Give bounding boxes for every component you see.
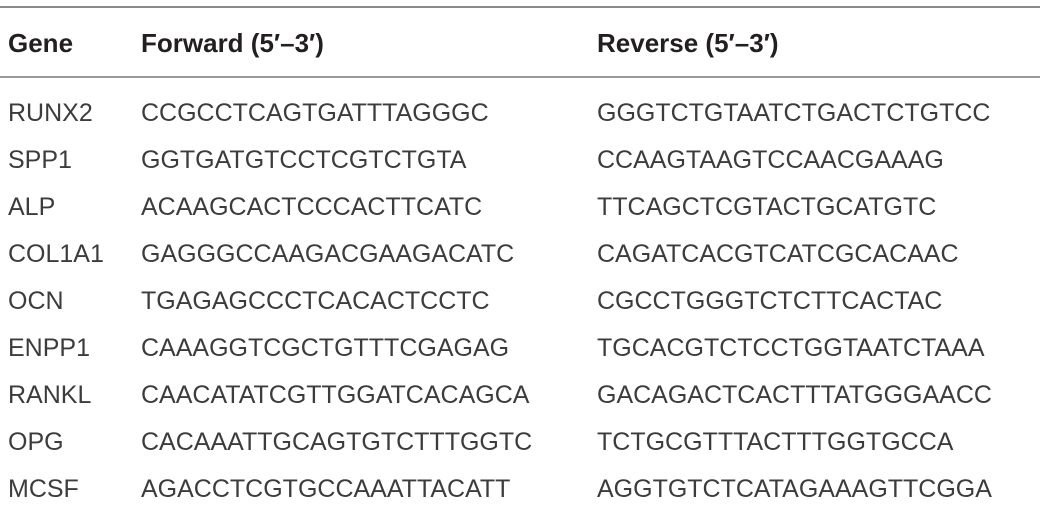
forward-primer-cell: TGAGAGCCCTCACACTCCTC bbox=[141, 287, 490, 315]
table-row: RUNX2 CCGCCTCAGTGATTTAGGGC GGGTCTGTAATCT… bbox=[0, 90, 1040, 136]
gene-cell: RANKL bbox=[8, 381, 92, 409]
table-row: MCSF AGACCTCGTGCCAAATTACATT AGGTGTCTCATA… bbox=[0, 466, 1040, 512]
reverse-primer-cell: TTCAGCTCGTACTGCATGTC bbox=[597, 193, 937, 221]
forward-primer-cell: CAAAGGTCGCTGTTTCGAGAG bbox=[141, 334, 510, 362]
header-reverse: Reverse (5′–3′) bbox=[597, 28, 779, 58]
gene-cell: ENPP1 bbox=[8, 334, 90, 362]
table-row: ENPP1 CAAAGGTCGCTGTTTCGAGAG TGCACGTCTCCT… bbox=[0, 325, 1040, 371]
gene-cell: OPG bbox=[8, 428, 64, 456]
gene-cell: SPP1 bbox=[8, 146, 72, 174]
table-row: OPG CACAAATTGCAGTGTCTTTGGTC TCTGCGTTTACT… bbox=[0, 419, 1040, 465]
reverse-primer-cell: GACAGACTCACTTTATGGGAACC bbox=[597, 381, 992, 409]
forward-primer-cell: CCGCCTCAGTGATTTAGGGC bbox=[141, 99, 489, 127]
gene-cell: COL1A1 bbox=[8, 240, 104, 268]
table-top-rule bbox=[0, 6, 1040, 8]
reverse-primer-cell: CAGATCACGTCATCGCACAAC bbox=[597, 240, 959, 268]
table-row: SPP1 GGTGATGTCCTCGTCTGTA CCAAGTAAGTCCAAC… bbox=[0, 137, 1040, 183]
gene-cell: OCN bbox=[8, 287, 64, 315]
gene-cell: MCSF bbox=[8, 475, 79, 503]
header-forward: Forward (5′–3′) bbox=[141, 28, 324, 58]
reverse-primer-cell: TGCACGTCTCCTGGTAATCTAAA bbox=[597, 334, 985, 362]
table-row: ALP ACAAGCACTCCCACTTCATC TTCAGCTCGTACTGC… bbox=[0, 184, 1040, 230]
table-header-rule bbox=[0, 76, 1040, 78]
table-header-row: Gene Forward (5′–3′) Reverse (5′–3′) bbox=[0, 20, 1040, 66]
forward-primer-cell: CAACATATCGTTGGATCACAGCA bbox=[141, 381, 530, 409]
reverse-primer-cell: TCTGCGTTTACTTTGGTGCCA bbox=[597, 428, 954, 456]
reverse-primer-cell: AGGTGTCTCATAGAAAGTTCGGA bbox=[597, 475, 992, 503]
reverse-primer-cell: GGGTCTGTAATCTGACTCTGTCC bbox=[597, 99, 991, 127]
reverse-primer-cell: CGCCTGGGTCTCTTCACTAC bbox=[597, 287, 943, 315]
forward-primer-cell: GAGGGCCAAGACGAAGACATC bbox=[141, 240, 515, 268]
table-row: COL1A1 GAGGGCCAAGACGAAGACATC CAGATCACGTC… bbox=[0, 231, 1040, 277]
table-row: OCN TGAGAGCCCTCACACTCCTC CGCCTGGGTCTCTTC… bbox=[0, 278, 1040, 324]
table-row: RANKL CAACATATCGTTGGATCACAGCA GACAGACTCA… bbox=[0, 372, 1040, 418]
forward-primer-cell: CACAAATTGCAGTGTCTTTGGTC bbox=[141, 428, 533, 456]
forward-primer-cell: ACAAGCACTCCCACTTCATC bbox=[141, 193, 483, 221]
forward-primer-cell: GGTGATGTCCTCGTCTGTA bbox=[141, 146, 467, 174]
gene-cell: RUNX2 bbox=[8, 99, 93, 127]
gene-cell: ALP bbox=[8, 193, 56, 221]
forward-primer-cell: AGACCTCGTGCCAAATTACATT bbox=[141, 475, 511, 503]
header-gene: Gene bbox=[8, 28, 74, 58]
reverse-primer-cell: CCAAGTAAGTCCAACGAAAG bbox=[597, 146, 944, 174]
